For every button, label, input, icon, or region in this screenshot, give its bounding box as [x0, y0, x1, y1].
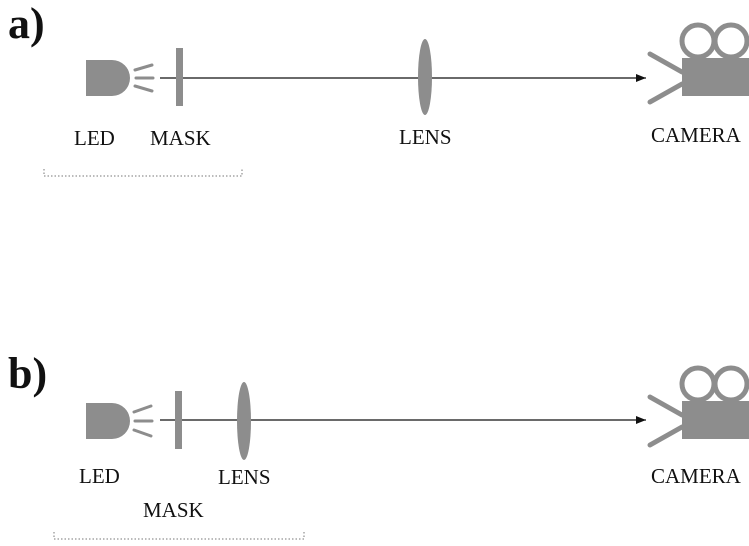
panel-b-led-icon	[86, 403, 154, 439]
panel-a-camera-icon	[647, 22, 749, 105]
panel-b-mask-label: MASK	[143, 498, 204, 522]
panel-a-lens-icon	[418, 39, 432, 115]
panel-a: a) LED MASK LENS	[8, 0, 749, 177]
panel-b-mask-icon	[175, 391, 182, 449]
panel-a-label: a)	[8, 0, 45, 48]
panel-b-led-label: LED	[79, 464, 120, 488]
panel-b-lens-icon	[237, 382, 251, 460]
panel-a-group-bracket	[43, 169, 243, 177]
panel-a-mask-icon	[176, 48, 183, 106]
panel-a-led-icon	[86, 60, 155, 96]
panel-b-group-bracket	[53, 532, 305, 540]
panel-b-camera-icon	[647, 365, 749, 448]
panel-b-camera-label: CAMERA	[651, 464, 742, 488]
panel-b-label: b)	[8, 349, 47, 398]
panel-a-lens-label: LENS	[399, 125, 452, 149]
panel-a-camera-label: CAMERA	[651, 123, 742, 147]
panel-a-mask-label: MASK	[150, 126, 211, 150]
panel-b-lens-label: LENS	[218, 465, 271, 489]
panel-a-led-label: LED	[74, 126, 115, 150]
panel-b: b) LED LENS CAME	[8, 349, 749, 540]
